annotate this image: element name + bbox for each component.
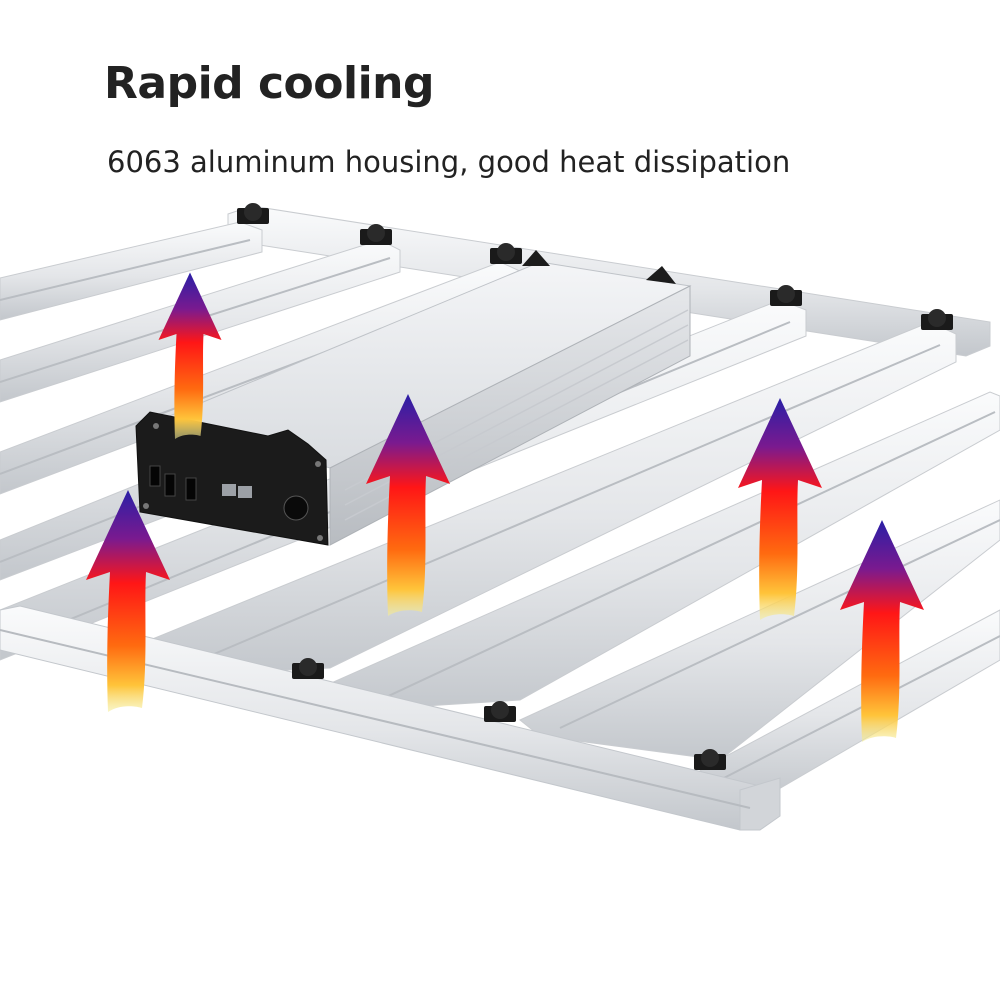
page-subtitle: 6063 aluminum housing, good heat dissipa… bbox=[107, 145, 791, 179]
page-title: Rapid cooling bbox=[104, 58, 435, 109]
dimmer-knob-icon bbox=[283, 495, 309, 521]
power-switch-icons bbox=[149, 465, 197, 501]
rj45-ports-icon bbox=[222, 484, 252, 498]
